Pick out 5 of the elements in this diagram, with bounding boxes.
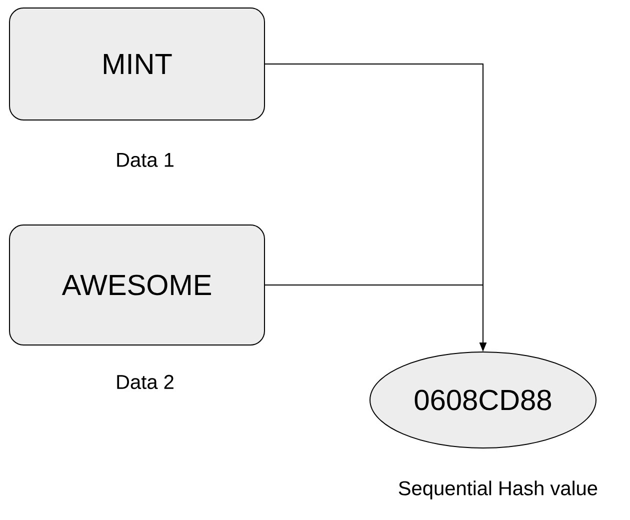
process-box: AWESOME (9, 224, 265, 346)
caption-text: Data 2 (117, 374, 174, 390)
process-box: MINT (9, 8, 265, 120)
caption-text: Sequential Hash value (398, 480, 598, 500)
caption-text: Data 1 (117, 153, 174, 167)
